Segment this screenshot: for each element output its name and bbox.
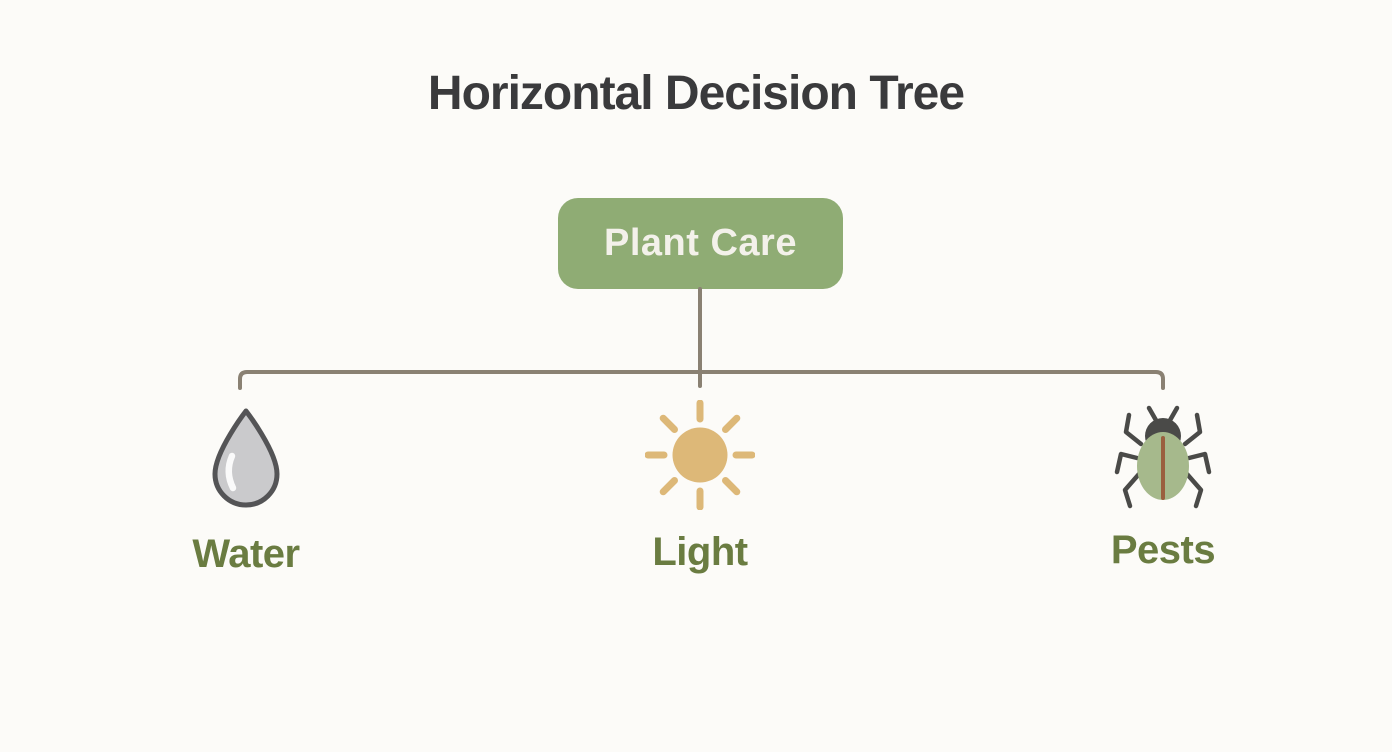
branch-label-water: Water — [192, 532, 300, 576]
branch-water: Water — [126, 398, 366, 588]
diagram-title: Horizontal Decision Tree — [427, 67, 965, 120]
branch-pests: Pests — [1043, 398, 1283, 588]
branch-light: Light — [580, 398, 820, 588]
branch-label-light: Light — [652, 530, 748, 574]
branches-horizontal-line — [238, 370, 1165, 390]
root-node-label: Plant Care — [604, 222, 797, 264]
sun-icon — [644, 399, 756, 515]
water-drop-icon — [208, 406, 284, 515]
root-node-plant-care: Plant Care — [558, 198, 843, 289]
bug-icon — [1113, 402, 1213, 517]
branch-label-pests: Pests — [1110, 528, 1216, 572]
